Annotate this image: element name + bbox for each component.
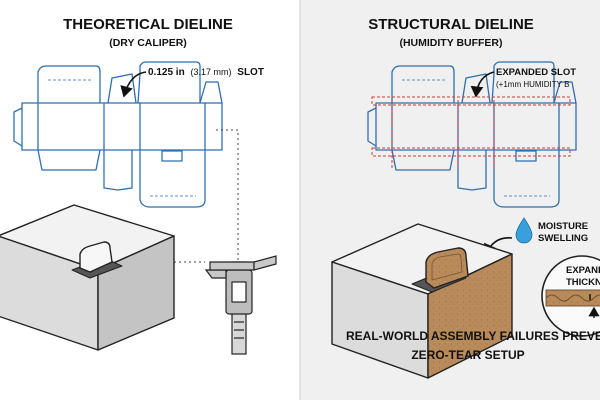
caliper-icon xyxy=(204,255,277,355)
caliper-leader xyxy=(216,129,239,262)
right-slot-label: EXPANDED SLOT xyxy=(496,67,576,78)
slot-value: 0.125 in xyxy=(148,67,185,78)
slot-suffix: SLOT xyxy=(237,67,264,78)
left-box xyxy=(0,204,175,351)
right-slot-arrow xyxy=(470,71,495,98)
left-slot-callout: 0.125 in (3.17 mm) SLOT xyxy=(148,67,264,78)
left-dieline xyxy=(13,61,223,208)
left-title: THEORETICAL DIELINE xyxy=(63,16,233,33)
moisture-label-2: SWELLING xyxy=(538,233,588,244)
thickness-magnifier xyxy=(541,255,600,337)
water-drop-icon xyxy=(515,217,533,244)
right-box xyxy=(331,223,513,379)
footer-line-1: REAL-WORLD ASSEMBLY FAILURES PREVENT xyxy=(346,329,600,343)
moisture-label-1: MOISTURE xyxy=(538,221,588,232)
right-subtitle: (HUMIDITY BUFFER) xyxy=(399,37,502,49)
left-slot-arrow xyxy=(120,71,147,98)
right-title: STRUCTURAL DIELINE xyxy=(368,16,534,33)
right-dieline xyxy=(367,61,577,208)
footer-line-2: ZERO-TEAR SETUP xyxy=(411,348,524,362)
right-slot-sublabel: (+1mm HUMIDITY B xyxy=(496,80,569,89)
humidity-buffer-outline xyxy=(371,96,571,168)
expand-label-1: EXPAND xyxy=(566,265,600,276)
expand-label-2: THICKN xyxy=(566,277,600,288)
left-subtitle: (DRY CALIPER) xyxy=(109,37,187,49)
slot-metric: (3.17 mm) xyxy=(190,67,231,77)
